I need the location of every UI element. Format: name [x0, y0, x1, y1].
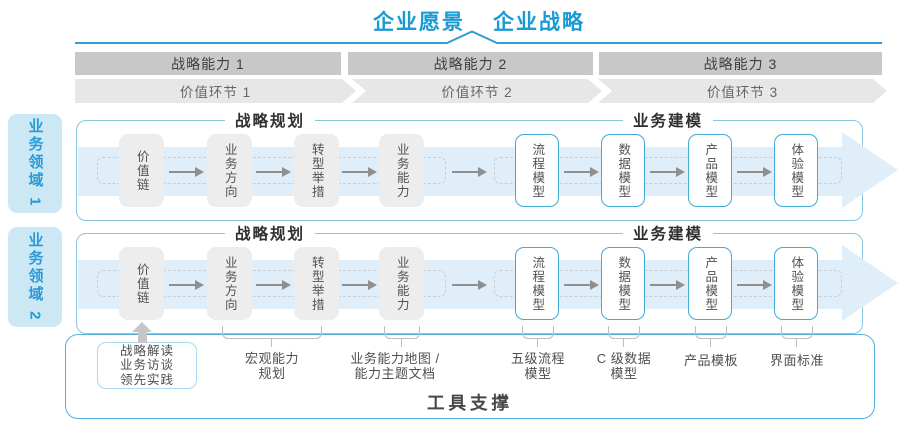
bracket-tick — [271, 338, 273, 347]
capability-bar-3: 战略能力 3 — [599, 52, 882, 75]
node-data-model: 数据模型 — [601, 247, 645, 320]
section-strategic-planning: 战略规划 — [224, 222, 316, 245]
right-arrow-icon — [452, 167, 487, 176]
node-transformation-moves: 转型举措 — [294, 134, 339, 207]
value-link-chevron-2: 价值环节 2 — [352, 79, 602, 103]
node-business-capability: 业务能力 — [379, 134, 424, 207]
tool-support-title: 工具支撑 — [427, 393, 513, 413]
dashed-group-modeling — [494, 270, 842, 297]
node-business-capability: 业务能力 — [379, 247, 424, 320]
bracket-tick — [796, 338, 798, 347]
up-arrow-icon — [132, 322, 152, 332]
node-value-chain: 价值链 — [119, 134, 164, 207]
right-arrow-icon — [564, 167, 599, 176]
row-panel-domain-1: 价值链 业务方向 转型举措 业务能力 流程模型 数据模型 产品模型 体验模型 战… — [76, 109, 898, 221]
bracket-tick — [623, 338, 625, 347]
dashed-group-planning — [97, 270, 446, 297]
node-experience-model: 体验模型 — [774, 134, 818, 207]
node-experience-model: 体验模型 — [774, 247, 818, 320]
bracket-tick — [401, 338, 403, 347]
right-arrow-icon — [169, 167, 204, 176]
domain-tag-1: 业务领域 1 — [8, 114, 62, 213]
label-c-level-data-model: C 级数据 模型 — [596, 351, 652, 381]
vision-title: 企业愿景 — [373, 11, 465, 34]
right-arrow-icon — [342, 280, 377, 289]
right-arrow-icon — [650, 280, 685, 289]
node-process-model: 流程模型 — [515, 134, 559, 207]
right-arrow-icon — [650, 167, 685, 176]
up-arrow-icon — [138, 331, 147, 343]
capability-bar-1: 战略能力 1 — [75, 52, 341, 75]
right-arrow-icon — [256, 280, 291, 289]
right-arrow-icon — [564, 280, 599, 289]
strategy-title: 企业战略 — [493, 11, 585, 34]
right-arrow-icon — [737, 167, 772, 176]
tool-support-container: 工具支撑 — [65, 334, 875, 419]
right-arrow-icon — [256, 167, 291, 176]
domain-tag-2: 业务领域 2 — [8, 227, 62, 327]
bracket-tick — [710, 338, 712, 347]
dashed-group-modeling — [494, 157, 842, 184]
right-arrow-icon — [169, 280, 204, 289]
label-product-template: 产品模板 — [683, 353, 739, 368]
flow-band-arrow-icon — [842, 245, 898, 321]
label-macro-capability-planning: 宏观能力 规划 — [244, 351, 300, 381]
node-process-model: 流程模型 — [515, 247, 559, 320]
node-business-direction: 业务方向 — [207, 247, 252, 320]
bracket-tick — [537, 338, 539, 347]
label-ui-standard: 界面标准 — [769, 353, 825, 368]
dashed-group-planning — [97, 157, 446, 184]
label-five-level-process-model: 五级流程 模型 — [510, 351, 566, 381]
node-product-model: 产品模型 — [688, 134, 732, 207]
vision-strategy-line — [75, 30, 882, 44]
node-data-model: 数据模型 — [601, 134, 645, 207]
node-value-chain: 价值链 — [119, 247, 164, 320]
right-arrow-icon — [452, 280, 487, 289]
strategy-inputs-box: 战略解读 业务访谈 领先实践 — [97, 342, 197, 389]
page-title: 企业愿景 企业战略 — [373, 6, 585, 36]
node-transformation-moves: 转型举措 — [294, 247, 339, 320]
capability-bar-2: 战略能力 2 — [348, 52, 593, 75]
value-link-chevron-1: 价值环节 1 — [75, 79, 356, 103]
node-product-model: 产品模型 — [688, 247, 732, 320]
section-business-modeling: 业务建模 — [622, 109, 714, 132]
section-business-modeling: 业务建模 — [622, 222, 714, 245]
right-arrow-icon — [342, 167, 377, 176]
label-capability-map-docs: 业务能力地图 / 能力主题文档 — [350, 351, 440, 381]
node-business-direction: 业务方向 — [207, 134, 252, 207]
flow-band-arrow-icon — [842, 132, 898, 208]
value-link-chevron-3: 价值环节 3 — [598, 79, 887, 103]
row-panel-domain-2: 价值链 业务方向 转型举措 业务能力 流程模型 数据模型 产品模型 体验模型 战… — [76, 222, 898, 334]
section-strategic-planning: 战略规划 — [224, 109, 316, 132]
right-arrow-icon — [737, 280, 772, 289]
